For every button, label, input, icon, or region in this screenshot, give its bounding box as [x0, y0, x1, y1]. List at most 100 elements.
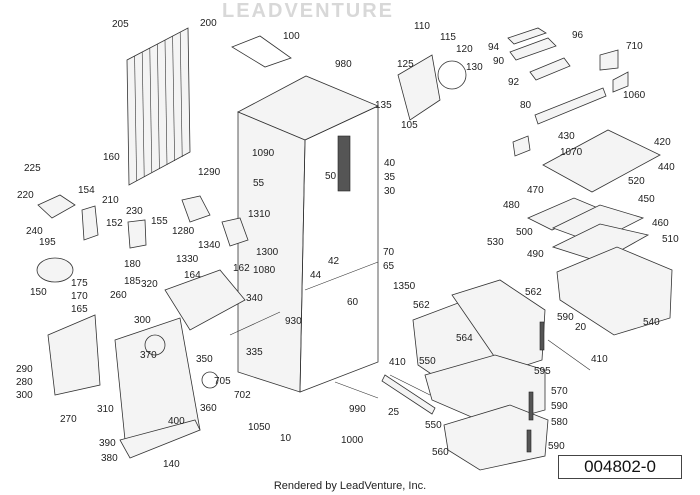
part-label-135: 135 — [375, 100, 392, 111]
part-label-360: 360 — [200, 403, 217, 414]
part-label-550: 550 — [419, 356, 436, 367]
part-label-562: 562 — [525, 287, 542, 298]
rail-590 — [539, 321, 545, 351]
part-label-1290: 1290 — [198, 167, 221, 178]
part-label-230: 230 — [126, 206, 143, 217]
part-label-510: 510 — [662, 234, 679, 245]
part-label-1090: 1090 — [252, 148, 275, 159]
part-label-520: 520 — [628, 176, 645, 187]
part-label-530: 530 — [487, 237, 504, 248]
condenser-260 — [47, 314, 101, 396]
part-label-420: 420 — [654, 137, 671, 148]
part-label-162: 162 — [233, 263, 250, 274]
part-label-550: 550 — [425, 420, 442, 431]
part-label-1060: 1060 — [623, 90, 646, 101]
part-label-70: 70 — [383, 247, 395, 258]
part-label-590: 590 — [551, 401, 568, 412]
part-label-290: 290 — [16, 364, 33, 375]
part-label-140: 140 — [163, 459, 180, 470]
part-label-100: 100 — [283, 31, 300, 42]
part-label-155: 155 — [151, 216, 168, 227]
control-strip — [337, 135, 351, 192]
part-label-470: 470 — [527, 185, 544, 196]
watermark: LEADVENTURE — [222, 0, 395, 22]
part-label-590: 590 — [548, 441, 565, 452]
part-label-225: 225 — [24, 163, 41, 174]
part-label-450: 450 — [638, 194, 655, 205]
part-label-220: 220 — [17, 190, 34, 201]
coil-tube — [164, 39, 168, 166]
coil-tube — [172, 35, 175, 162]
part-label-80: 80 — [520, 100, 532, 111]
drawer-560 — [443, 404, 549, 471]
part-label-430: 430 — [558, 131, 575, 142]
part-label-400: 400 — [168, 416, 185, 427]
part-label-90: 90 — [493, 56, 505, 67]
part-label-30: 30 — [384, 186, 396, 197]
part-label-990: 990 — [349, 404, 366, 415]
part-label-115: 115 — [440, 32, 456, 43]
ice-maker-1280 — [181, 195, 211, 223]
part-label-930: 930 — [285, 316, 302, 327]
part-label-350: 350 — [196, 354, 213, 365]
part-label-154: 154 — [78, 185, 95, 196]
evaporator-cover-320 — [164, 269, 246, 331]
part-label-490: 490 — [527, 249, 544, 260]
fan-shroud — [437, 60, 467, 90]
control-board-94 — [507, 27, 547, 45]
part-label-562: 562 — [413, 300, 430, 311]
part-label-480: 480 — [503, 200, 520, 211]
coil-tube — [157, 43, 160, 170]
part-label-1330: 1330 — [176, 254, 199, 265]
part-label-440: 440 — [658, 162, 675, 173]
drip-tray-220 — [37, 194, 76, 219]
part-label-25: 25 — [388, 407, 400, 418]
cabinet-front — [299, 105, 379, 393]
rail-410-left — [389, 374, 431, 396]
part-label-1070: 1070 — [560, 147, 583, 158]
part-label-580: 580 — [551, 417, 568, 428]
part-label-320: 320 — [141, 279, 158, 290]
part-label-460: 460 — [652, 218, 669, 229]
part-label-175: 175 — [71, 278, 88, 289]
fan-housing — [397, 54, 441, 121]
part-label-165: 165 — [71, 304, 88, 315]
footer-credit: Rendered by LeadVenture, Inc. — [273, 480, 427, 492]
part-label-335: 335 — [246, 347, 263, 358]
part-label-96: 96 — [572, 30, 584, 41]
part-label-702: 702 — [234, 390, 251, 401]
part-label-44: 44 — [310, 270, 322, 281]
coil-tube — [179, 31, 183, 158]
part-label-590: 590 — [557, 312, 574, 323]
part-label-1310: 1310 — [248, 209, 271, 220]
kickplate-380 — [119, 419, 201, 459]
shelf-420 — [542, 129, 661, 193]
display-panel-80 — [534, 87, 607, 125]
part-label-280: 280 — [16, 377, 33, 388]
part-label-410: 410 — [389, 357, 406, 368]
part-label-1000: 1000 — [341, 435, 364, 446]
part-label-40: 40 — [384, 158, 396, 169]
cabinet-divider — [304, 261, 379, 291]
part-label-210: 210 — [102, 195, 119, 206]
part-label-55: 55 — [253, 178, 265, 189]
rail-590b — [528, 391, 534, 421]
parts-drawings — [36, 27, 673, 471]
part-label-410: 410 — [591, 354, 608, 365]
part-label-195: 195 — [39, 237, 56, 248]
fan-360 — [201, 371, 219, 389]
part-label-1280: 1280 — [172, 226, 195, 237]
part-label-65: 65 — [383, 261, 395, 272]
part-label-260: 260 — [110, 290, 127, 301]
part-label-50: 50 — [325, 171, 337, 182]
coil-tubes — [134, 31, 183, 182]
part-label-370: 370 — [140, 350, 157, 361]
control-board-90 — [509, 37, 557, 61]
part-label-35: 35 — [384, 172, 396, 183]
rod-990 — [334, 381, 379, 399]
part-label-1300: 1300 — [256, 247, 279, 258]
module-155 — [127, 219, 147, 249]
part-label-390: 390 — [99, 438, 116, 449]
